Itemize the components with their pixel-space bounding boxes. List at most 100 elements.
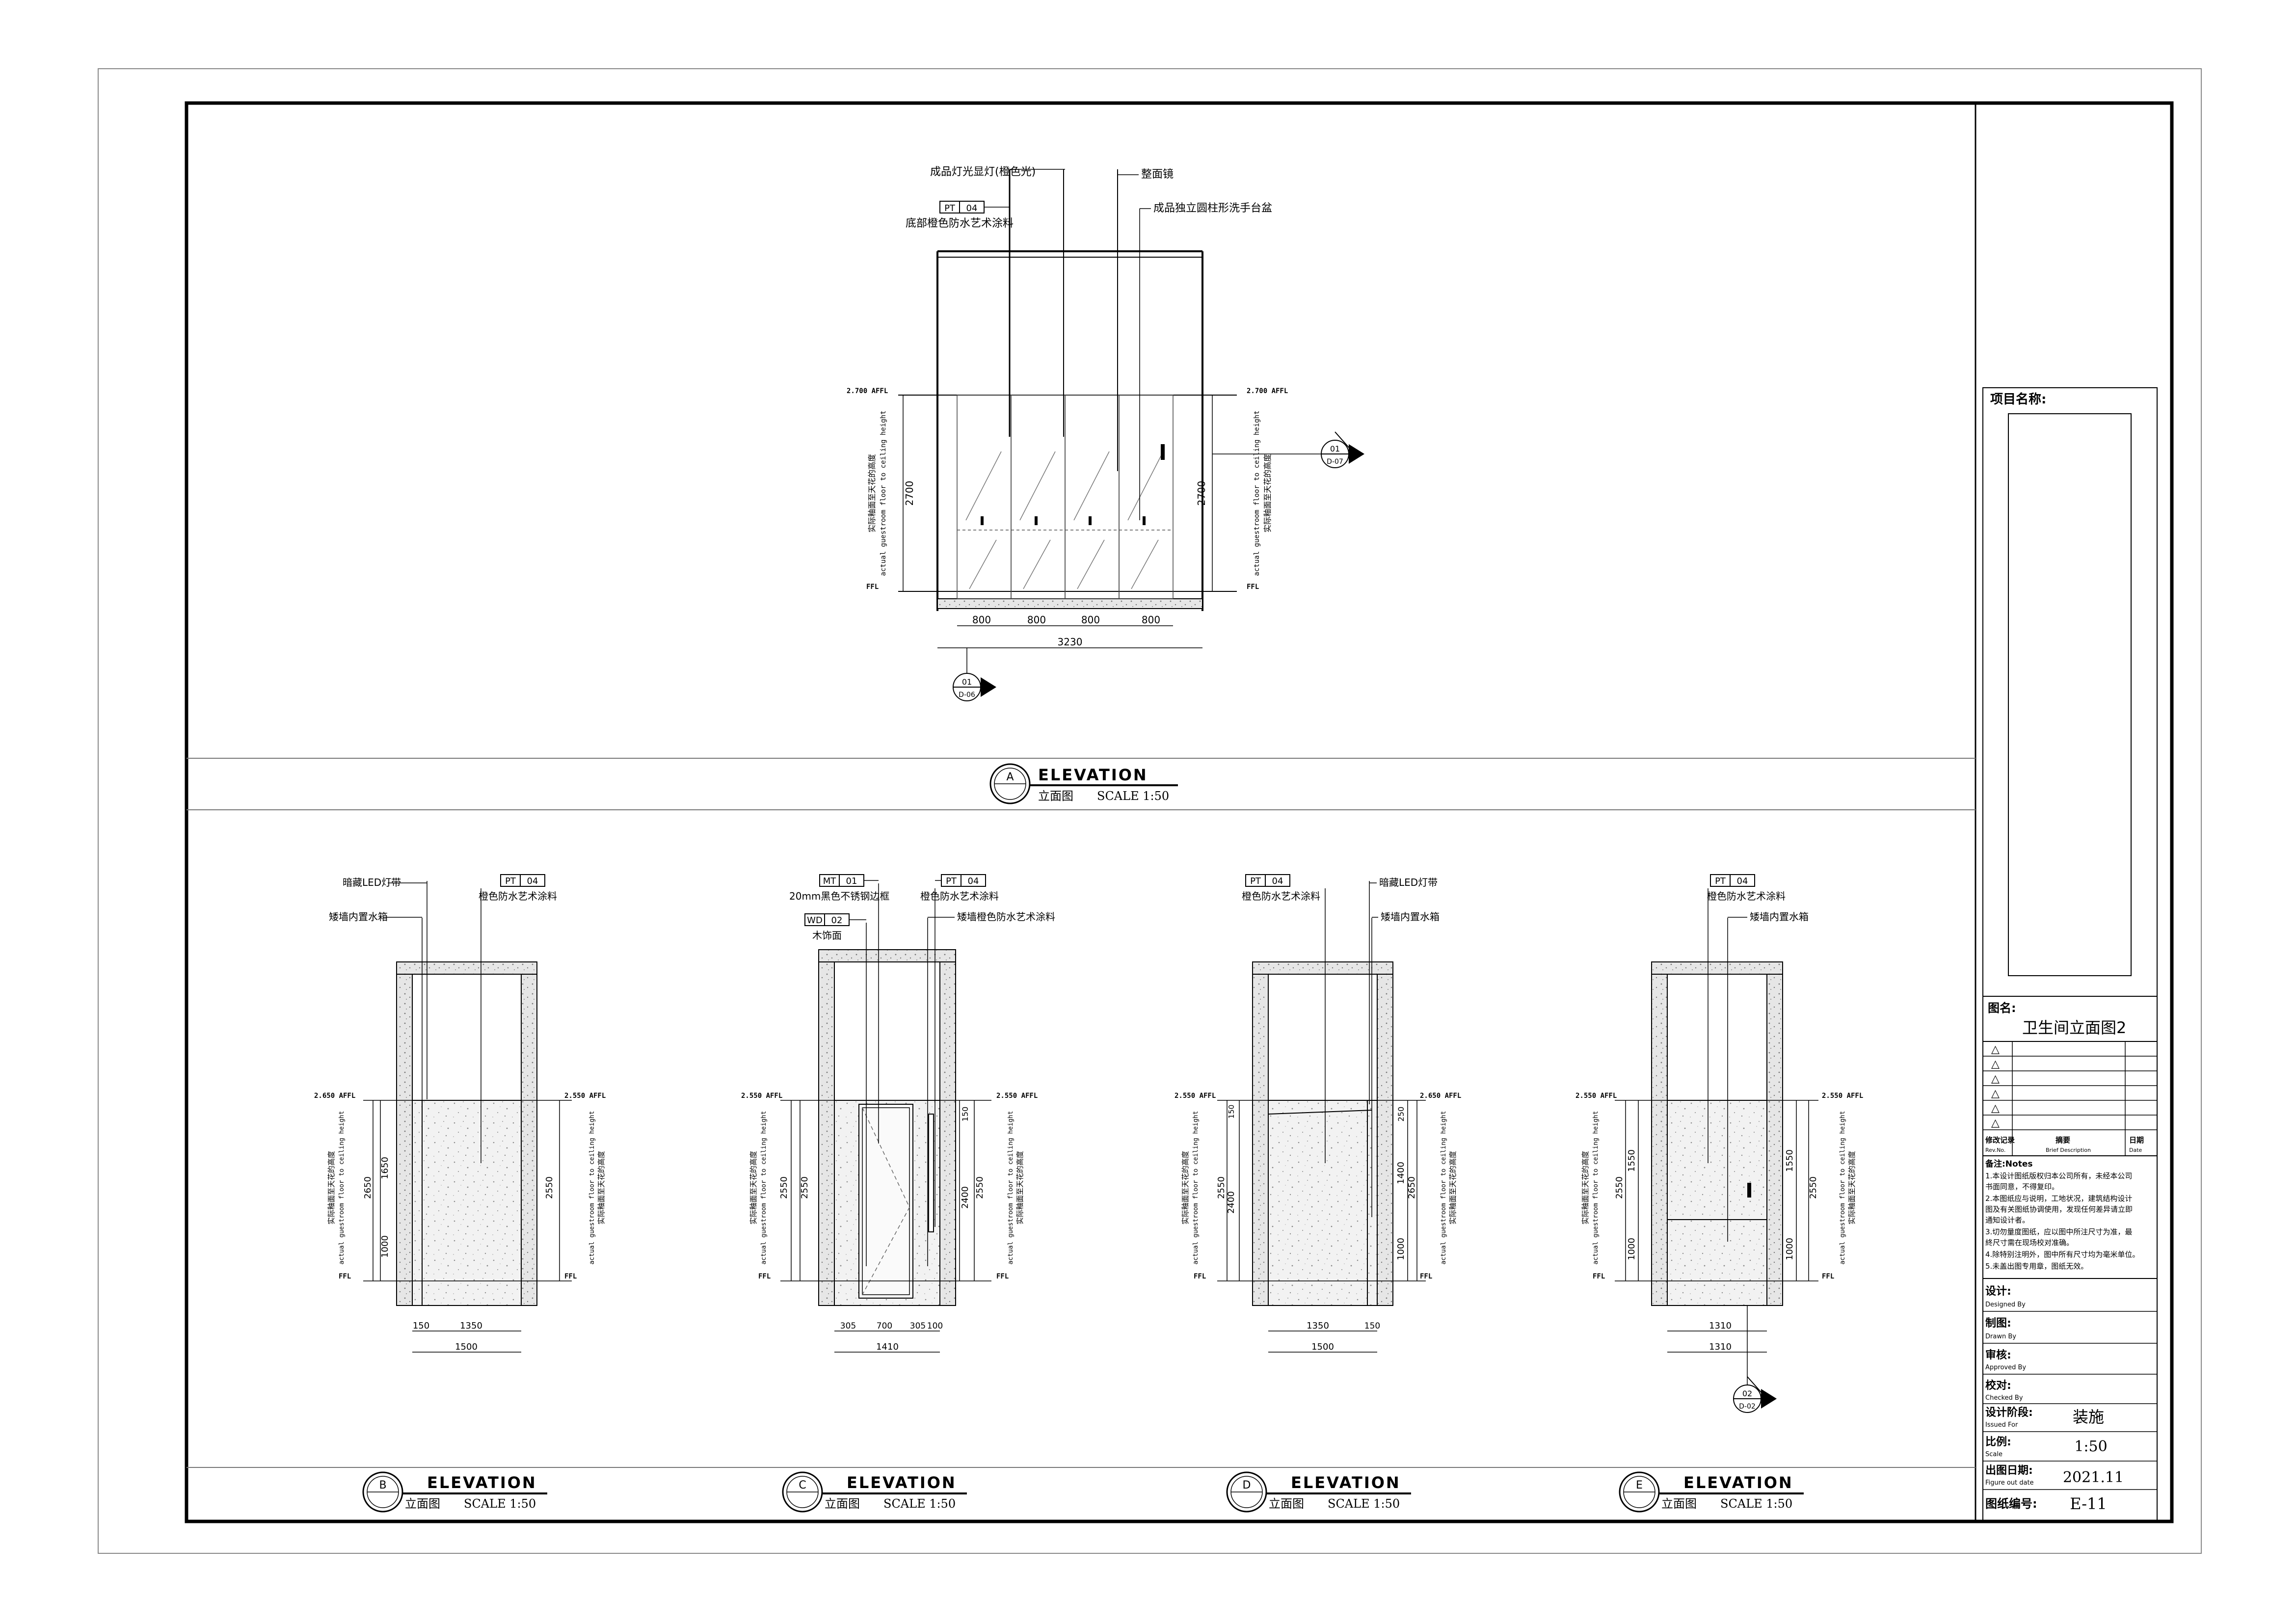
svg-text:2.550 AFFL: 2.550 AFFL [741, 1092, 782, 1100]
svg-text:04: 04 [966, 203, 978, 213]
svg-text:橙色防水艺术涂料: 橙色防水艺术涂料 [1242, 890, 1320, 902]
svg-text:2.650 AFFL: 2.650 AFFL [314, 1092, 355, 1100]
svg-text:PT: PT [1715, 876, 1726, 886]
svg-text:WD: WD [807, 915, 823, 926]
level-mark: 2.700 AFFL [1247, 387, 1288, 395]
svg-text:actual guestroom floor to ceil: actual guestroom floor to ceiling height [1839, 1111, 1846, 1264]
svg-text:1000: 1000 [1785, 1238, 1795, 1260]
svg-text:PT: PT [946, 876, 957, 886]
svg-text:1.本设计图纸版权归本公司所有，未经本公司: 1.本设计图纸版权归本公司所有，未经本公司 [1985, 1171, 2132, 1180]
svg-text:立面图: 立面图 [1661, 1497, 1697, 1511]
revision-mark: △ [1991, 1102, 2000, 1115]
svg-text:ELEVATION: ELEVATION [847, 1473, 957, 1492]
svg-text:2700: 2700 [1196, 481, 1207, 506]
svg-text:04: 04 [968, 876, 979, 886]
svg-text:2550: 2550 [1614, 1176, 1625, 1199]
svg-text:实际釉面至天花的高度: 实际釉面至天花的高度 [327, 1151, 336, 1225]
svg-text:700: 700 [877, 1321, 892, 1331]
svg-text:SCALE 1:50: SCALE 1:50 [1720, 1497, 1792, 1511]
svg-text:暗藏LED灯带: 暗藏LED灯带 [343, 877, 401, 888]
svg-text:实际釉面至天花的高度: 实际釉面至天花的高度 [867, 454, 877, 532]
svg-text:立面图: 立面图 [1269, 1497, 1304, 1511]
svg-text:ELEVATION: ELEVATION [1291, 1473, 1401, 1492]
callout-mirror: 整面镜 [1141, 168, 1174, 181]
svg-text:2.550 AFFL: 2.550 AFFL [1822, 1092, 1863, 1100]
svg-text:2.550 AFFL: 2.550 AFFL [564, 1092, 606, 1100]
svg-text:2.550 AFFL: 2.550 AFFL [1575, 1092, 1617, 1100]
callout-basin: 成品独立圆柱形洗手台盆 [1153, 202, 1272, 214]
svg-text:3.切勿量度图纸，应以图中所注尺寸为准，最: 3.切勿量度图纸，应以图中所注尺寸为准，最 [1985, 1227, 2132, 1236]
svg-text:实际釉面至天花的高度: 实际釉面至天花的高度 [1448, 1151, 1457, 1225]
svg-text:SCALE 1:50: SCALE 1:50 [464, 1497, 536, 1511]
svg-text:Approved By: Approved By [1985, 1364, 2026, 1371]
svg-text:actual guestroom floor to ceil: actual guestroom floor to ceiling height [760, 1111, 768, 1264]
revision-mark: △ [1991, 1073, 2000, 1085]
svg-text:2.本图纸应与说明，工地状况，建筑结构设计: 2.本图纸应与说明，工地状况，建筑结构设计 [1985, 1194, 2132, 1203]
revision-mark: △ [1991, 1058, 2000, 1070]
checked-label: 校对: [1985, 1379, 2011, 1392]
svg-text:1550: 1550 [1627, 1149, 1637, 1172]
elevation-title: ELEVATION [1038, 766, 1148, 784]
svg-text:FFL: FFL [1247, 583, 1259, 591]
svg-text:B: B [379, 1479, 386, 1491]
svg-text:4.除特别注明外，图中所有尺寸均为毫米单位。: 4.除特别注明外，图中所有尺寸均为毫米单位。 [1985, 1250, 2139, 1259]
svg-text:1000: 1000 [1396, 1238, 1406, 1260]
svg-text:E: E [1636, 1479, 1643, 1491]
section-marker: 01 D-06 [953, 648, 996, 701]
svg-text:FFL: FFL [996, 1273, 1009, 1280]
svg-text:Date: Date [2129, 1147, 2142, 1153]
svg-text:2700: 2700 [904, 481, 915, 506]
svg-text:矮墙内置水箱: 矮墙内置水箱 [1750, 911, 1809, 923]
svg-text:SCALE 1:50: SCALE 1:50 [883, 1497, 956, 1511]
svg-text:2550: 2550 [544, 1176, 555, 1199]
elevation-label-c: C ELEVATION 立面图 SCALE 1:50 [782, 1471, 967, 1513]
svg-text:04: 04 [1737, 876, 1748, 886]
svg-text:木饰面: 木饰面 [812, 930, 842, 941]
revision-mark: △ [1991, 1117, 2000, 1129]
svg-text:1650: 1650 [380, 1157, 390, 1179]
svg-text:实际釉面至天花的高度: 实际釉面至天花的高度 [1263, 454, 1272, 532]
elevation-b: 暗藏LED灯带 矮墙内置水箱 PT 04 橙色防水艺术涂料 2.650 AFFL… [314, 874, 606, 1513]
drawing-name: 卫生间立面图2 [2022, 1018, 2126, 1037]
svg-text:800: 800 [1027, 614, 1046, 626]
svg-text:2550: 2550 [800, 1176, 810, 1199]
svg-text:2550: 2550 [1216, 1176, 1227, 1199]
callout-paint: 底部橙色防水艺术涂料 [906, 217, 1014, 230]
svg-text:Issued For: Issued For [1985, 1421, 2018, 1429]
elevation-label-e: E ELEVATION 立面图 SCALE 1:50 [1619, 1471, 1804, 1513]
svg-text:立面图: 立面图 [825, 1497, 860, 1511]
drawing-number: E-11 [2070, 1494, 2107, 1513]
svg-text:摘要: 摘要 [2056, 1136, 2070, 1145]
svg-text:日期: 日期 [2129, 1136, 2144, 1145]
level-mark: 2.700 AFFL [847, 387, 888, 395]
svg-text:ELEVATION: ELEVATION [427, 1473, 537, 1492]
svg-text:01: 01 [846, 876, 857, 886]
svg-text:实际釉面至天花的高度: 实际釉面至天花的高度 [597, 1151, 606, 1225]
scale-value: 1:50 [2074, 1438, 2107, 1455]
svg-text:FFL: FFL [1593, 1273, 1605, 1280]
svg-text:800: 800 [972, 614, 991, 626]
svg-text:PT: PT [1250, 876, 1261, 886]
svg-text:FFL: FFL [339, 1273, 351, 1280]
title-block: 项目名称: 图名: 卫生间立面图2 △ △ △ △ △ △ 修改记录 Rev.N… [1982, 387, 2158, 1522]
svg-text:D: D [1243, 1479, 1251, 1491]
svg-text:PT: PT [505, 876, 516, 886]
svg-text:图及有关图纸协调使用，发现任何差异请立即: 图及有关图纸协调使用，发现任何差异请立即 [1985, 1205, 2133, 1214]
svg-text:FFL: FFL [758, 1273, 771, 1280]
svg-text:150: 150 [961, 1107, 970, 1122]
svg-text:actual guestroom floor to ceil: actual guestroom floor to ceiling height [1440, 1111, 1447, 1264]
svg-text:1410: 1410 [876, 1342, 899, 1352]
svg-text:1550: 1550 [1785, 1149, 1795, 1172]
svg-text:100: 100 [927, 1321, 943, 1331]
svg-text:01: 01 [962, 677, 972, 687]
svg-text:終尺寸需在现场校对准确。: 終尺寸需在现场校对准确。 [1985, 1238, 2074, 1247]
svg-text:Checked By: Checked By [1985, 1394, 2023, 1402]
svg-text:备注:Notes: 备注:Notes [1985, 1159, 2032, 1169]
svg-text:1400: 1400 [1396, 1162, 1406, 1184]
svg-text:暗藏LED灯带: 暗藏LED灯带 [1379, 877, 1438, 888]
svg-text:actual guestroom floor to ceil: actual guestroom floor to ceiling height [1192, 1111, 1200, 1264]
svg-text:2.650 AFFL: 2.650 AFFL [1420, 1092, 1461, 1100]
svg-text:305: 305 [910, 1321, 926, 1331]
elevation-e: PT 04 橙色防水艺术涂料 矮墙内置水箱 2.550 AFFL 2.550 A… [1575, 874, 1863, 1513]
